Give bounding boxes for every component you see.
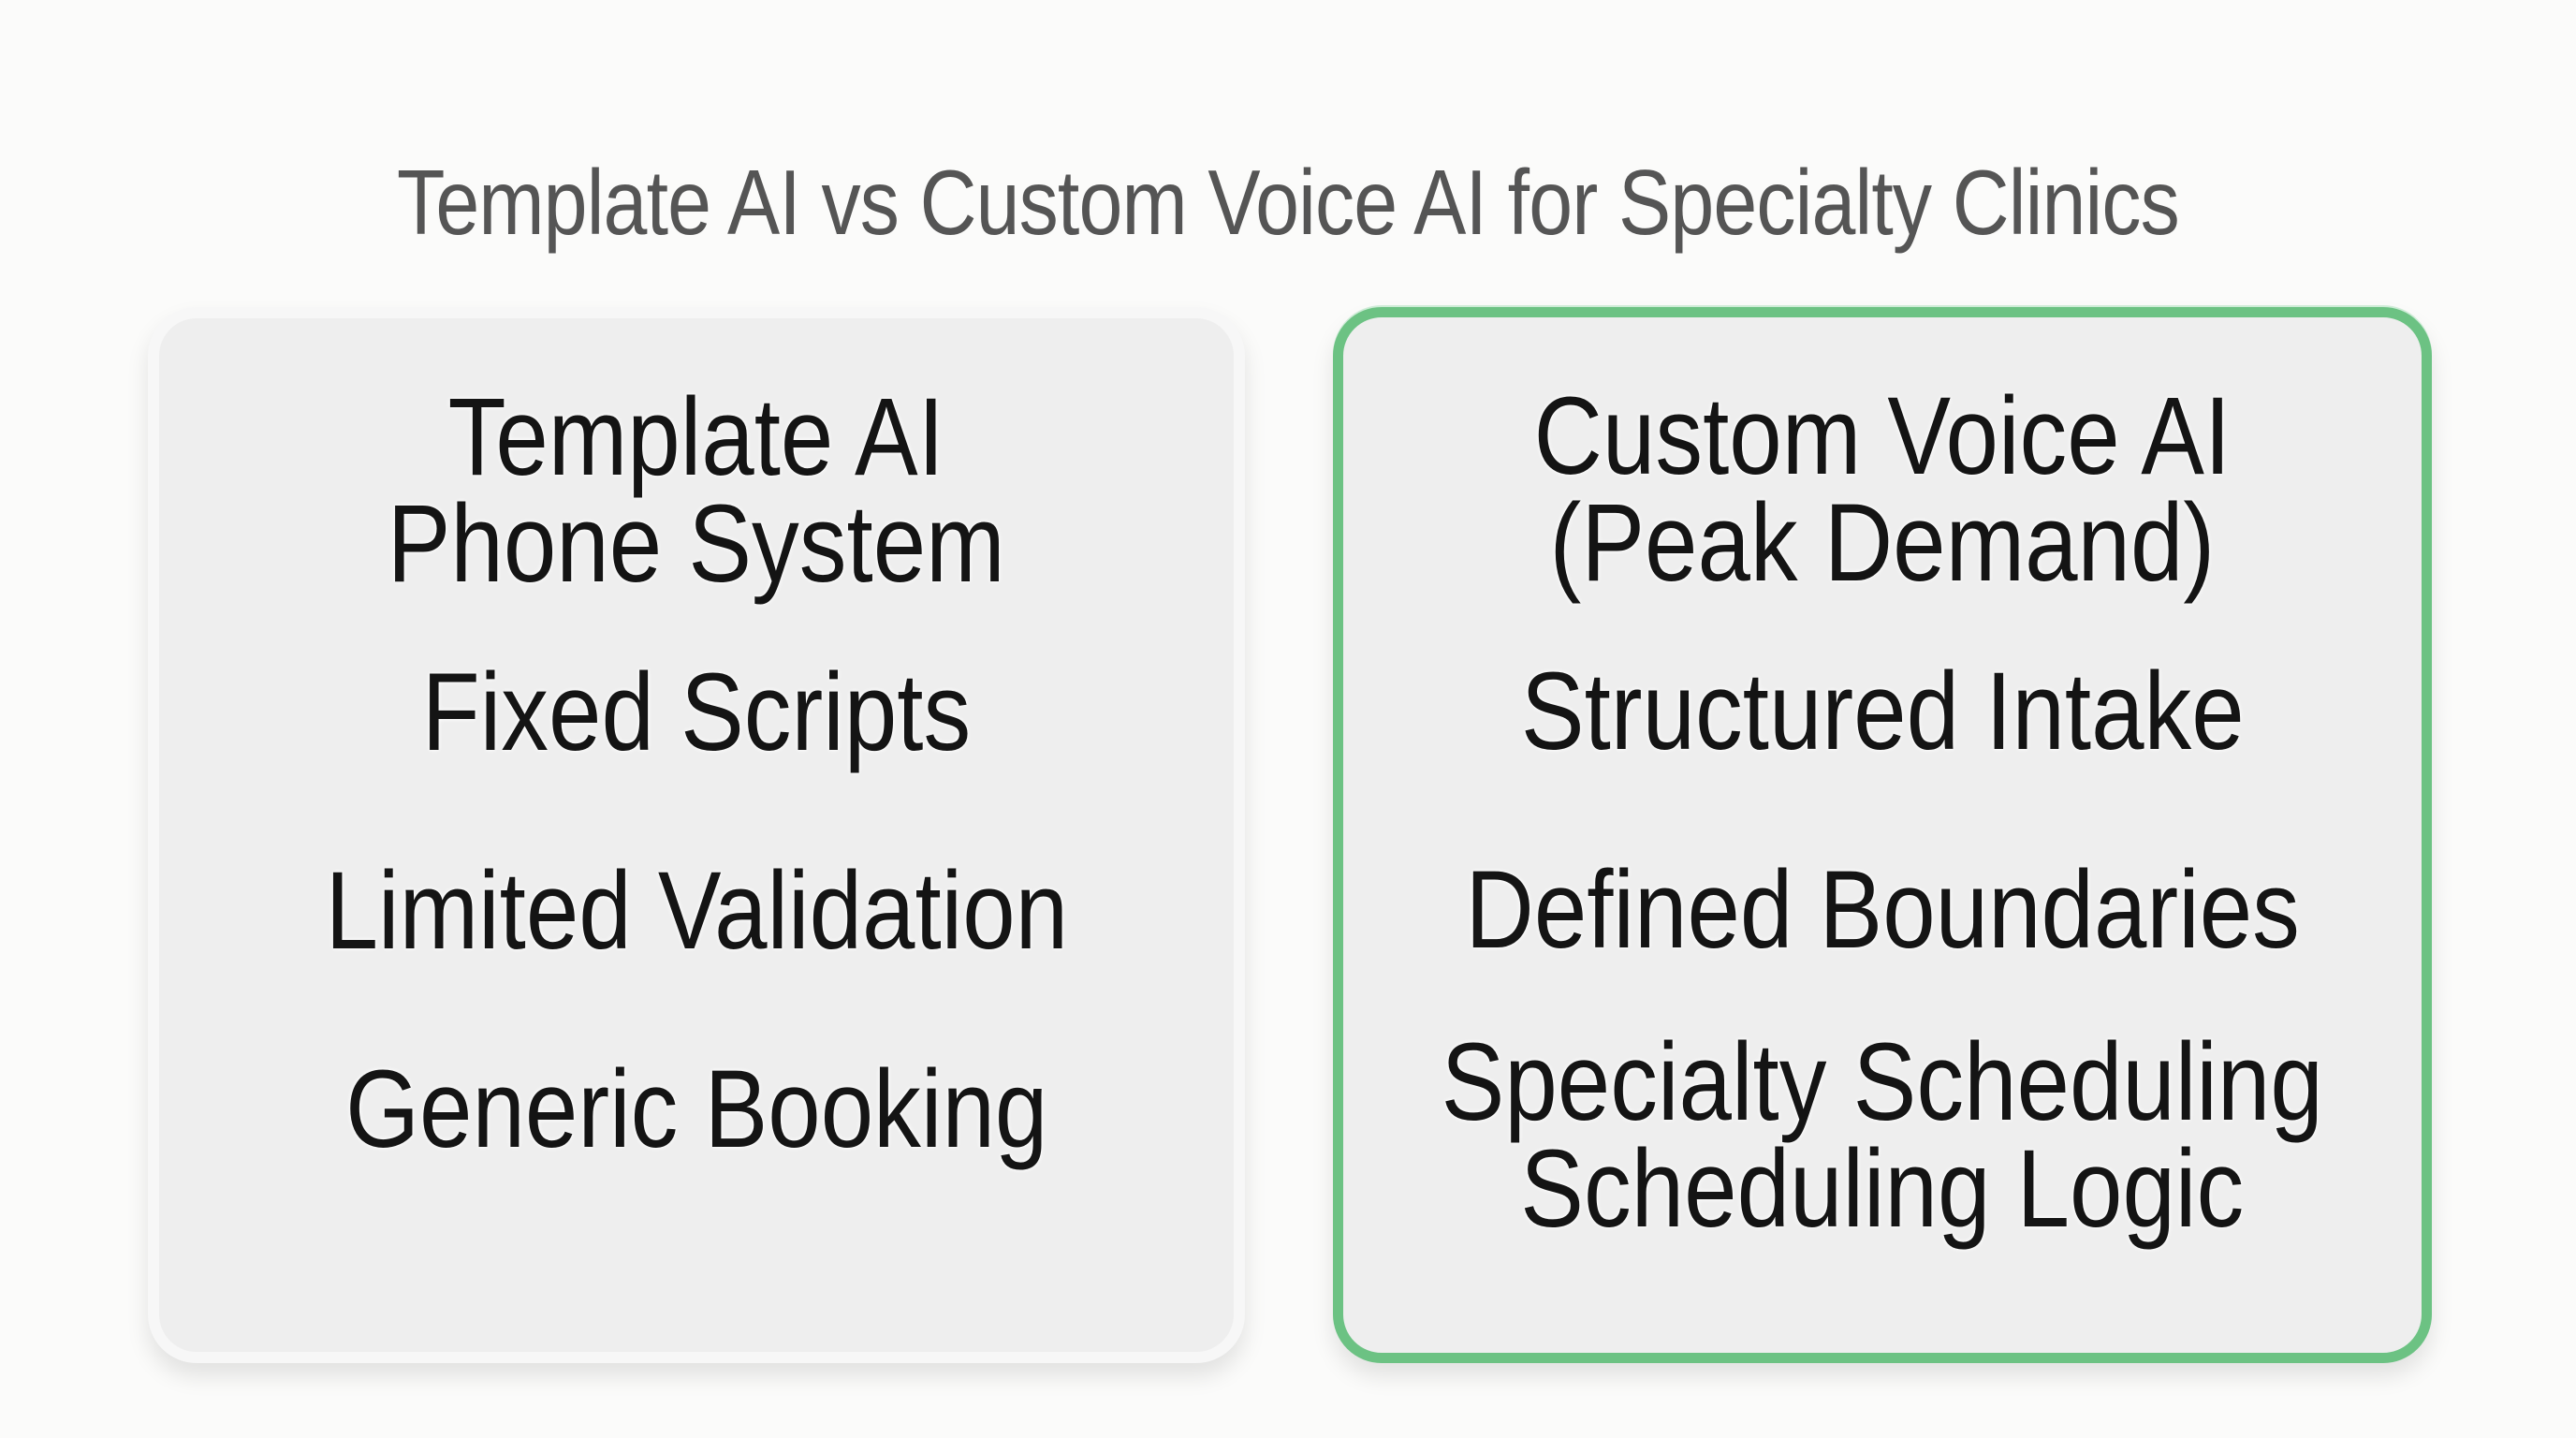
heading-line-1: Custom Voice AI xyxy=(1533,374,2232,498)
template-ai-heading: Template AI Phone System xyxy=(388,375,1005,606)
feature-specialty-scheduling: Specialty Scheduling Scheduling Logic xyxy=(1441,1020,2324,1251)
feature-structured-intake: Structured Intake xyxy=(1520,650,2245,773)
feature-defined-boundaries: Defined Boundaries xyxy=(1465,848,2300,972)
template-ai-card: Template AI Phone System Fixed Scripts L… xyxy=(148,307,1245,1363)
page-title: Template AI vs Custom Voice AI for Speci… xyxy=(397,151,2180,254)
feature-fixed-scripts: Fixed Scripts xyxy=(421,651,972,774)
custom-voice-ai-heading: Custom Voice AI (Peak Demand) xyxy=(1533,374,2232,605)
feature-limited-validation: Limited Validation xyxy=(325,849,1068,973)
feature-generic-booking: Generic Booking xyxy=(344,1048,1048,1171)
custom-voice-ai-card: Custom Voice AI (Peak Demand) Structured… xyxy=(1333,307,2432,1363)
feature-line-2: Scheduling Logic xyxy=(1520,1127,2245,1251)
feature-line-1: Specialty Scheduling xyxy=(1441,1020,2324,1144)
heading-line-2: Phone System xyxy=(388,482,1005,606)
heading-line-2: (Peak Demand) xyxy=(1549,481,2216,605)
heading-line-1: Template AI xyxy=(447,375,945,499)
